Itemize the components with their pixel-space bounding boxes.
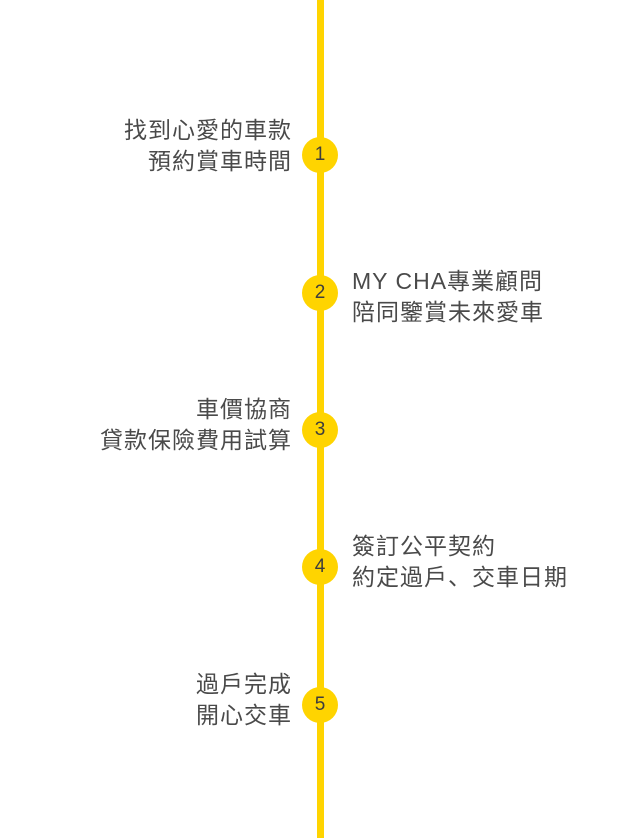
step-label-line: 約定過戶、交車日期 <box>352 564 568 590</box>
step-label-5: 過戶完成 開心交車 <box>196 669 292 731</box>
step-label-line: 預約賞車時間 <box>148 148 292 174</box>
step-number: 5 <box>314 694 326 715</box>
step-label-4: 簽訂公平契約 約定過戶、交車日期 <box>352 531 568 593</box>
step-circle-5: 5 <box>302 687 338 723</box>
step-label-line: 簽訂公平契約 <box>352 533 496 559</box>
step-label-line: 車價協商 <box>196 396 292 422</box>
step-label-line: 貸款保險費用試算 <box>100 427 292 453</box>
step-label-line: MY CHA專業顧問 <box>352 268 544 294</box>
step-circle-3: 3 <box>302 412 338 448</box>
step-label-line: 過戶完成 <box>196 671 292 697</box>
step-number: 4 <box>314 556 326 577</box>
step-label-line: 開心交車 <box>196 702 292 728</box>
step-number: 1 <box>314 144 326 165</box>
step-number: 3 <box>314 419 326 440</box>
step-number: 2 <box>314 282 326 303</box>
step-label-1: 找到心愛的車款 預約賞車時間 <box>124 115 292 177</box>
step-label-line: 找到心愛的車款 <box>124 117 292 143</box>
step-circle-2: 2 <box>302 275 338 311</box>
step-label-2: MY CHA專業顧問 陪同鑒賞未來愛車 <box>352 266 544 328</box>
step-circle-4: 4 <box>302 549 338 585</box>
step-circle-1: 1 <box>302 137 338 173</box>
step-label-3: 車價協商 貸款保險費用試算 <box>100 394 292 456</box>
step-label-line: 陪同鑒賞未來愛車 <box>352 299 544 325</box>
